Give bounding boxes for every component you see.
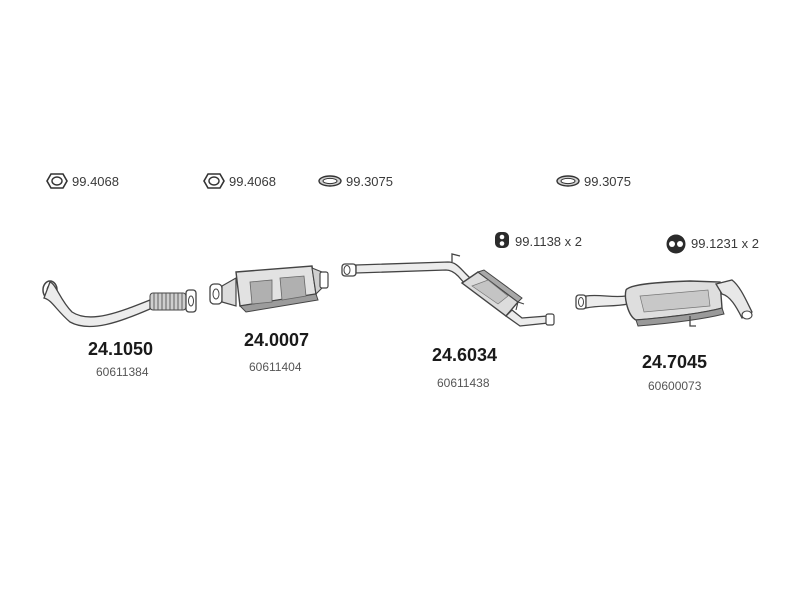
gasket-icon xyxy=(46,173,68,189)
rubber-mount-1-label: 99.1138 x 2 xyxy=(515,234,582,249)
rubber-mount-icon xyxy=(666,234,686,254)
gasket-icon xyxy=(203,173,225,189)
part-number-label: 24.0007 xyxy=(244,330,310,350)
clamp-ring-1-label: 99.3075 xyxy=(346,174,393,189)
part-number-label: 24.1050 xyxy=(88,339,154,359)
oem-number-label: 60600073 xyxy=(648,379,702,393)
clamp-ring-2-label: 99.3075 xyxy=(584,174,631,189)
rubber-mount-2-label: 99.1231 x 2 xyxy=(691,236,759,251)
part-number-label: 24.7045 xyxy=(642,352,708,372)
gasket-2-label: 99.4068 xyxy=(229,174,276,189)
oem-number-label: 60611384 xyxy=(96,365,149,379)
gasket-1-label: 99.4068 xyxy=(72,174,119,189)
oem-number-label: 60611438 xyxy=(437,376,490,390)
clamp-ring-icon xyxy=(556,175,580,187)
clamp-ring-icon xyxy=(318,175,342,187)
rubber-mount-icon xyxy=(495,232,509,248)
oem-number-label: 60611404 xyxy=(249,360,302,374)
part-number-label: 24.6034 xyxy=(432,345,498,365)
